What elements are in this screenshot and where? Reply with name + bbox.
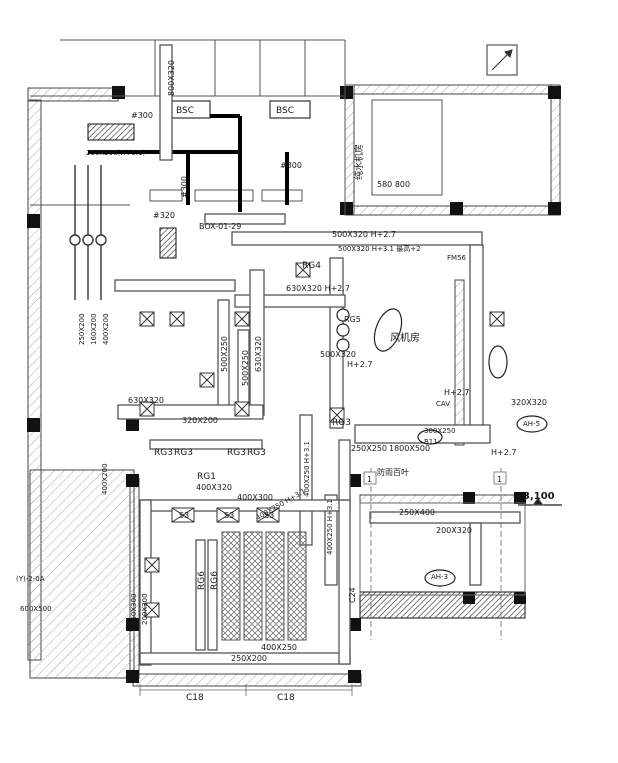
heavy-walls	[87, 123, 526, 619]
axis-lines	[139, 468, 562, 696]
pipe-risers	[69, 165, 107, 300]
partitions	[30, 39, 526, 596]
ducts	[114, 44, 521, 666]
north-arrow-icon	[486, 44, 518, 76]
diffuser-icons	[139, 262, 505, 618]
coil-bank	[221, 531, 307, 641]
fan-icons	[336, 308, 548, 587]
columns	[27, 86, 561, 683]
